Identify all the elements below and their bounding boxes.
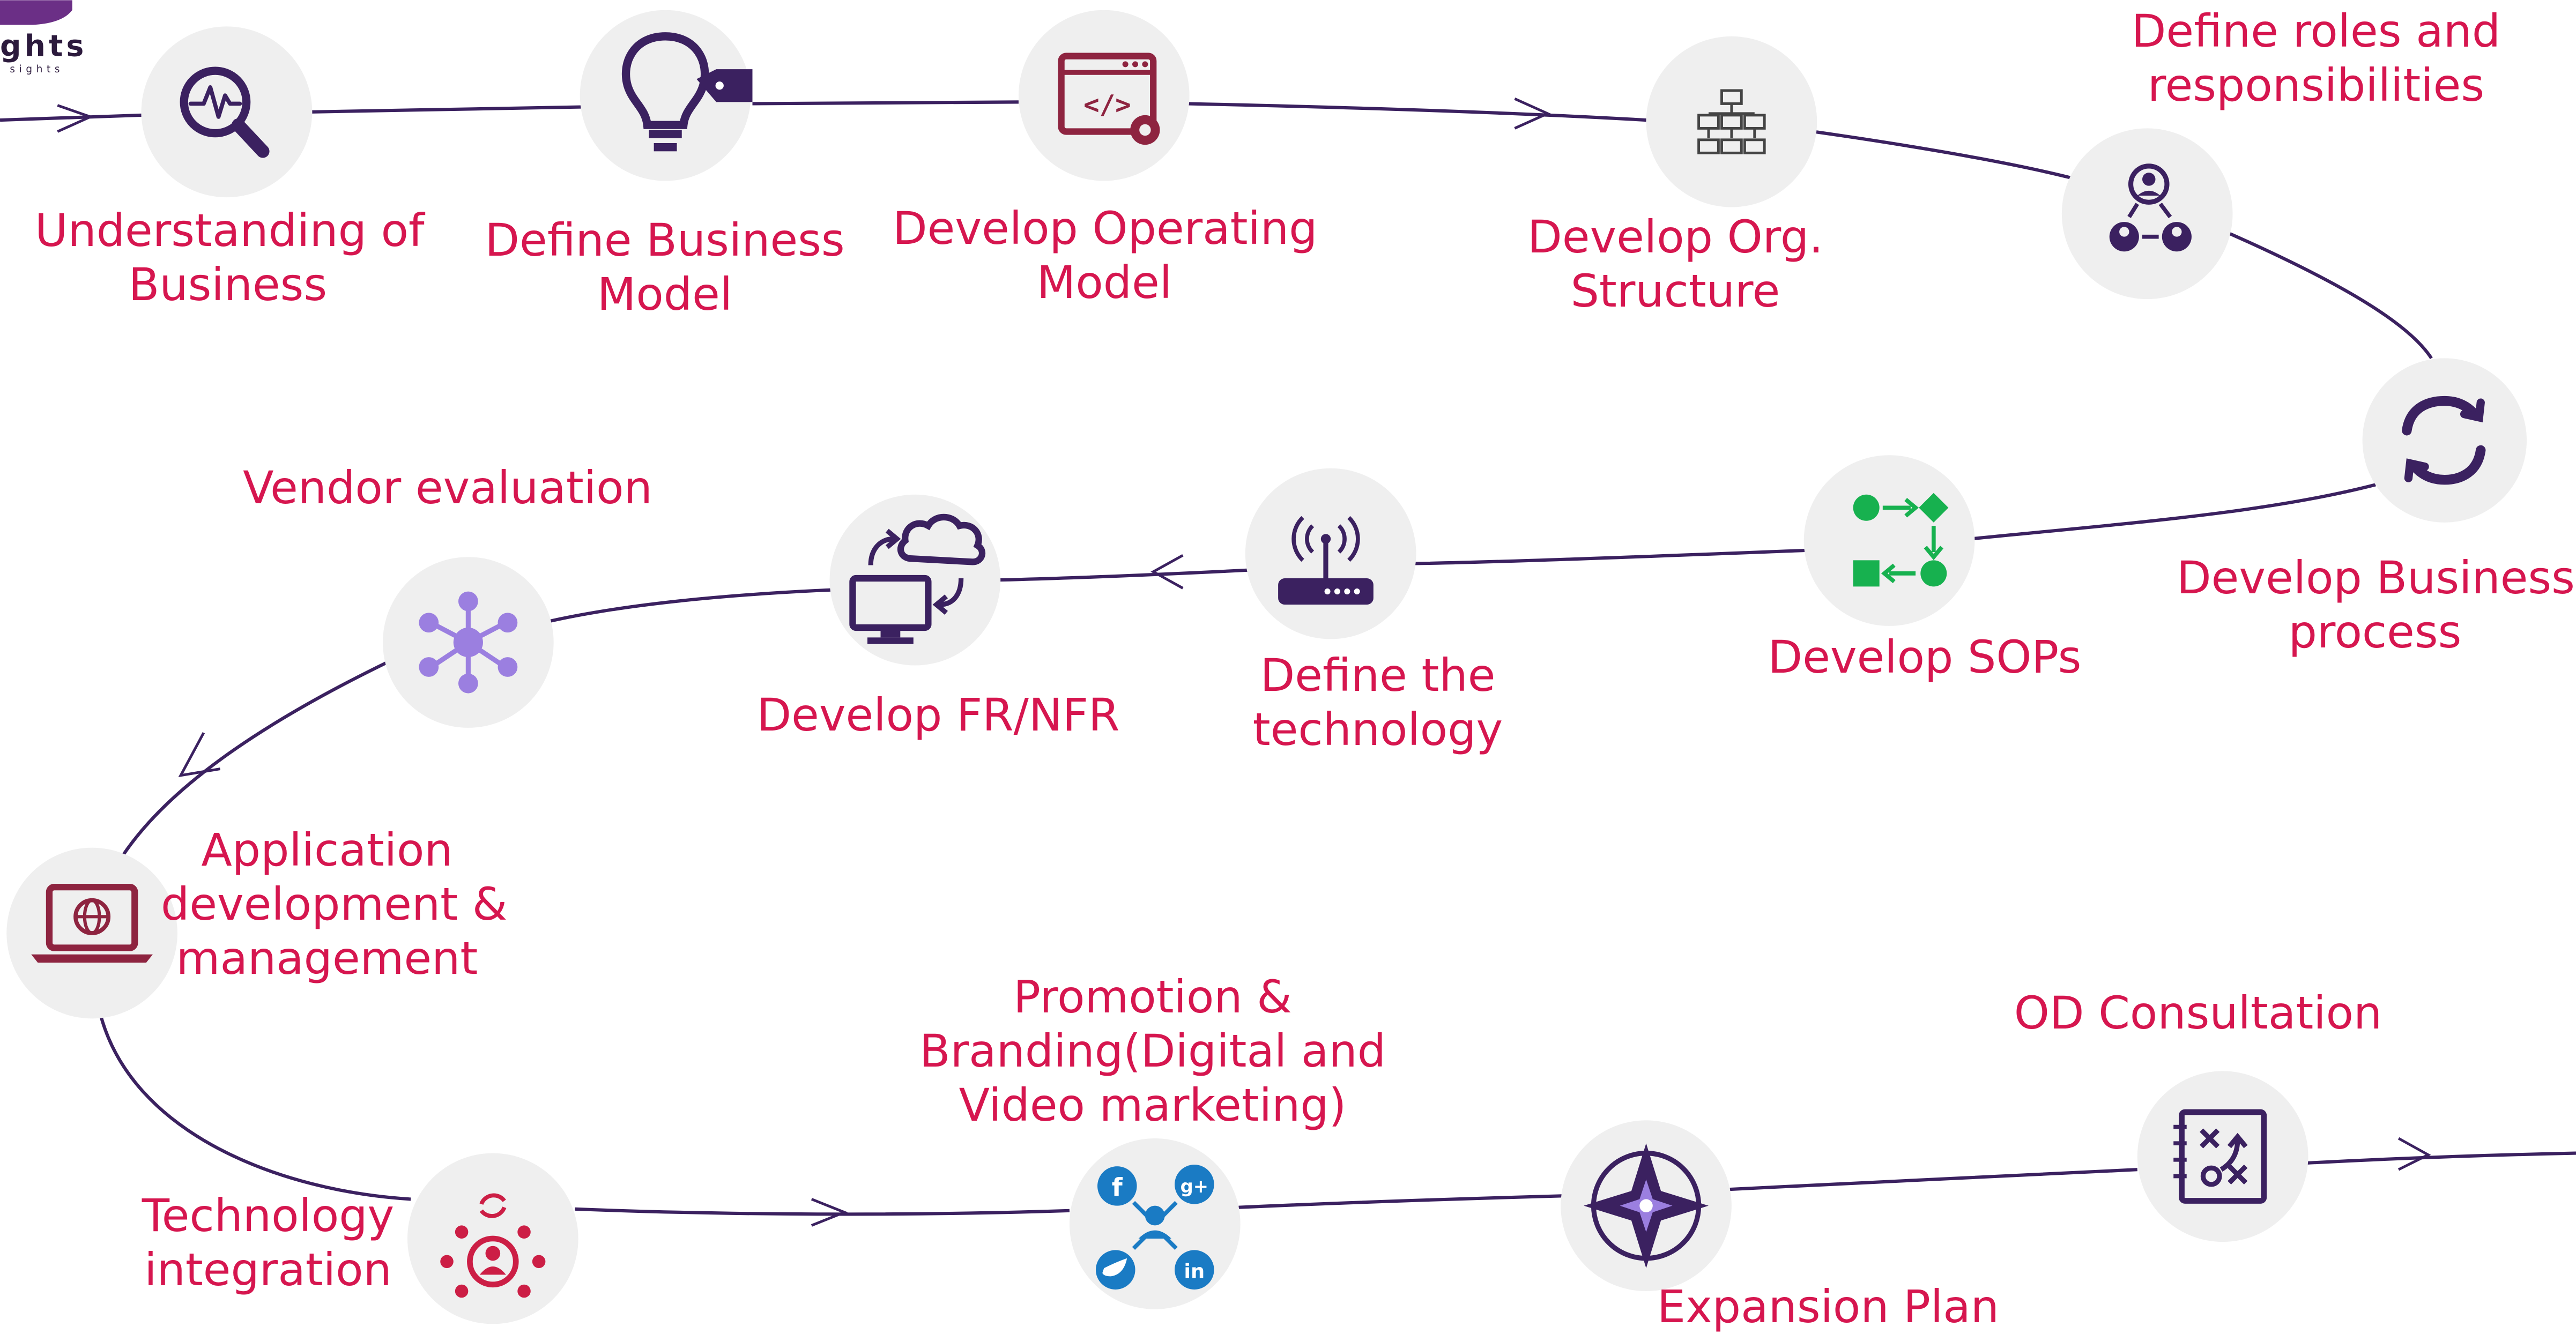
logo-word: ghts bbox=[0, 29, 87, 64]
step-fr-nfr-icon bbox=[829, 494, 1001, 666]
step-expansion-icon bbox=[1561, 1120, 1732, 1292]
svg-text:in: in bbox=[1184, 1260, 1205, 1283]
company-logo: ghts sights bbox=[0, 0, 87, 75]
people-network-icon bbox=[2109, 163, 2192, 252]
step-label-technology: Define the technology bbox=[1252, 649, 1503, 756]
cloud-sync-monitor-icon bbox=[849, 513, 986, 644]
step-label-promotion: Promotion & Branding(Digital and Video m… bbox=[919, 971, 1386, 1131]
strategy-board-icon bbox=[2173, 1109, 2267, 1204]
step-sops-icon bbox=[1803, 455, 1975, 626]
step-technology-icon bbox=[1245, 468, 1416, 639]
step-label-od: OD Consultation bbox=[2014, 987, 2382, 1039]
flow-arrows bbox=[57, 98, 2431, 1227]
step-label-integration: Technology integration bbox=[142, 1189, 395, 1296]
svg-text:g+: g+ bbox=[1181, 1176, 1208, 1197]
step-label-understanding: Understanding of Business bbox=[35, 204, 425, 311]
step-label-operating-model: Develop Operating Model bbox=[893, 202, 1318, 309]
hub-network-icon bbox=[419, 591, 518, 694]
step-application-icon bbox=[6, 847, 177, 1019]
step-vendor-icon bbox=[383, 557, 554, 728]
org-chart-icon bbox=[1697, 89, 1766, 154]
step-label-roles: Define roles and responsibilities bbox=[2131, 5, 2501, 111]
lightbulb-tag-icon bbox=[621, 32, 753, 152]
step-understanding-icon bbox=[141, 26, 313, 198]
arrow-head bbox=[811, 1198, 848, 1227]
arrow-head bbox=[57, 104, 94, 133]
svg-text:</>: </> bbox=[1083, 89, 1131, 120]
step-od-icon bbox=[2137, 1071, 2308, 1242]
step-business-process-icon bbox=[2362, 358, 2527, 523]
laptop-globe-icon bbox=[31, 884, 153, 963]
arrow-head bbox=[178, 732, 221, 778]
svg-text:f: f bbox=[1112, 1173, 1123, 1202]
step-business-model-icon bbox=[580, 10, 753, 181]
step-icons: </> bbox=[6, 10, 2527, 1324]
social-media-icon: f g+ in bbox=[1095, 1165, 1214, 1290]
step-label-business-model: Define Business Model bbox=[485, 214, 845, 321]
arrow-head bbox=[2397, 1137, 2431, 1171]
step-label-org-structure: Develop Org. Structure bbox=[1527, 211, 1823, 317]
user-cycle-icon bbox=[440, 1193, 546, 1298]
code-window-gear-icon: </> bbox=[1058, 53, 1160, 145]
flow-path bbox=[0, 100, 2576, 1216]
step-label-vendor: Vendor evaluation bbox=[243, 461, 652, 514]
step-label-sops: Develop SOPs bbox=[1768, 631, 2082, 683]
analytics-magnifier-icon bbox=[180, 66, 270, 158]
step-label-business-process: Develop Business process bbox=[2177, 552, 2575, 658]
arrow-head bbox=[1514, 98, 1551, 130]
step-roles-icon bbox=[2061, 128, 2233, 300]
step-org-structure-icon bbox=[1646, 36, 1817, 207]
step-integration-icon bbox=[407, 1153, 578, 1324]
step-label-expansion: Expansion Plan bbox=[1657, 1280, 1999, 1333]
arrow-head bbox=[1150, 554, 1184, 590]
compass-star-icon bbox=[1584, 1143, 1709, 1269]
logo-mark bbox=[0, 0, 72, 25]
step-promotion-icon: f g+ in bbox=[1069, 1138, 1241, 1309]
step-operating-model-icon: </> bbox=[1018, 10, 1190, 181]
step-label-fr-nfr: Develop FR/NFR bbox=[756, 689, 1120, 741]
router-icon bbox=[1278, 516, 1374, 605]
refresh-arrows-icon bbox=[2402, 396, 2486, 485]
step-label-application: Application development & management bbox=[161, 824, 508, 985]
flowchart-icon bbox=[1853, 493, 1949, 587]
logo-tagline: sights bbox=[10, 64, 64, 75]
